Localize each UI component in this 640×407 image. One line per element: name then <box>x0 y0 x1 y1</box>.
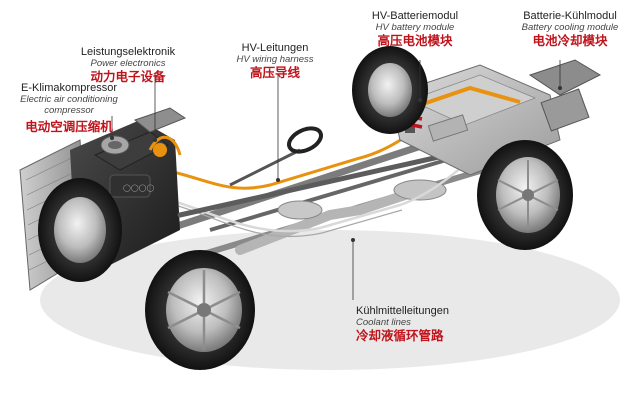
steering-wheel <box>229 126 323 187</box>
hv-battery-zh: 高压电池模块 <box>377 33 453 48</box>
coolant-lines-en: Coolant lines <box>356 316 411 328</box>
label-hv-wiring: HV-Leitungen HV wiring harness 高压导线 <box>210 42 340 80</box>
hv-battery-de: HV-Batteriemodul <box>371 10 459 22</box>
ac-compressor-en2: compressor <box>44 104 94 116</box>
hv-wiring-en: HV wiring harness <box>236 53 314 65</box>
power-electronics-unit <box>133 107 187 157</box>
power-electronics-en: Power electronics <box>90 57 166 69</box>
ac-compressor <box>100 135 130 155</box>
ac-compressor-zh: 电动空调压缩机 <box>25 120 113 135</box>
wheel-front-left <box>38 178 122 282</box>
label-hv-battery: HV-Batteriemodul HV battery module 高压电池模… <box>350 10 480 48</box>
coolant-lines-zh: 冷却液循环管路 <box>356 328 444 343</box>
battery-cooling-de: Batterie-Kühlmodul <box>523 10 617 22</box>
power-electronics-zh: 动力电子设备 <box>90 69 166 84</box>
hv-battery-en: HV battery module <box>375 21 455 33</box>
battery-cooling-zh: 电池冷却模块 <box>532 33 608 48</box>
wheel-rear-right <box>477 140 573 250</box>
hv-wiring-de: HV-Leitungen <box>241 42 309 54</box>
ac-compressor-de: E-Klimakompressor <box>21 82 117 94</box>
coolant-lines <box>169 149 481 233</box>
leader-lines <box>110 60 562 300</box>
coolant-lines-de: Kühlmittelleitungen <box>356 305 449 317</box>
label-power-electronics: Leistungselektronik Power electronics 动力… <box>58 46 198 84</box>
ac-compressor-en1: Electric air conditioning <box>20 93 118 105</box>
svg-text:◯◯◯◯: ◯◯◯◯ <box>123 184 155 192</box>
exhaust-system <box>235 179 447 255</box>
drive-shaft <box>177 147 473 218</box>
battery-cooling-module <box>528 59 602 132</box>
label-coolant-lines: Kühlmittelleitungen Coolant lines 冷却液循环管… <box>356 305 506 343</box>
wheel-rear-left <box>352 46 428 134</box>
label-ac-compressor: E-Klimakompressor Electric air condition… <box>4 82 134 135</box>
wheel-front-right <box>145 250 255 370</box>
battery-cooling-en: Battery cooling module <box>521 21 619 33</box>
power-electronics-de: Leistungselektronik <box>80 46 176 58</box>
hv-wiring-zh: 高压导线 <box>249 65 300 80</box>
label-battery-cooling: Batterie-Kühlmodul Battery cooling modul… <box>505 10 635 48</box>
